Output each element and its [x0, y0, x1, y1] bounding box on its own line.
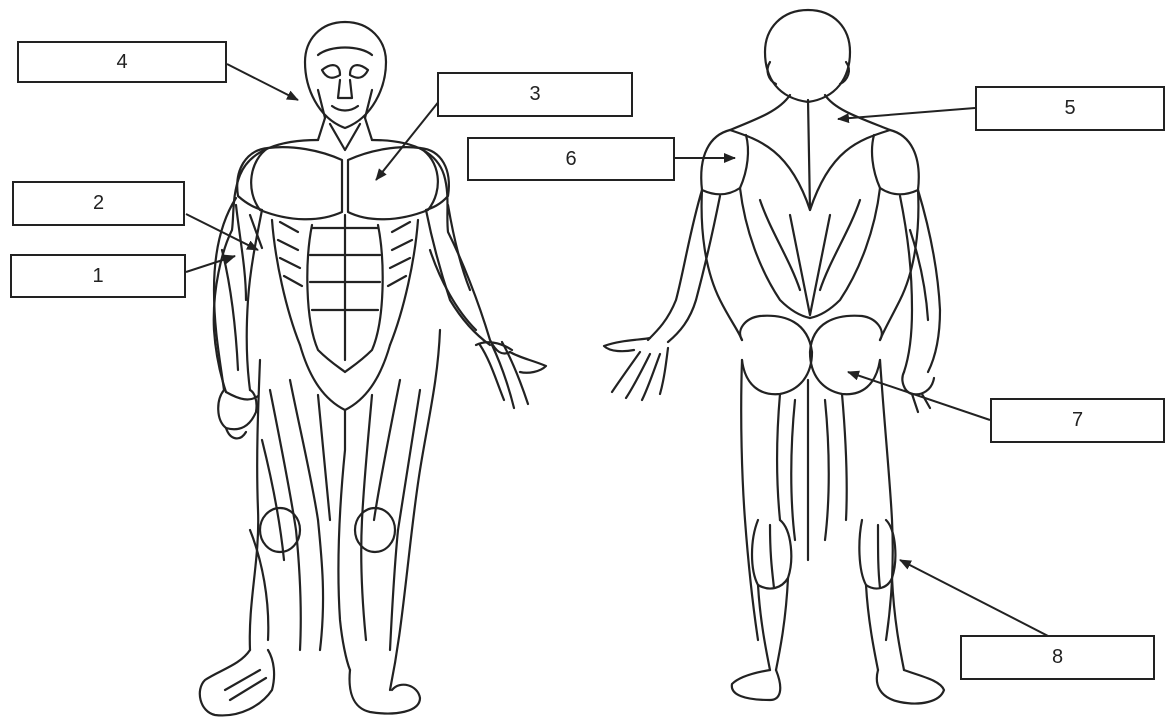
label-box-5[interactable]: 5	[975, 86, 1165, 131]
arrow-1	[186, 256, 235, 272]
arrow-7	[848, 372, 990, 420]
arrow-4	[227, 64, 298, 100]
label-box-3[interactable]: 3	[437, 72, 633, 117]
label-box-1[interactable]: 1	[10, 254, 186, 298]
label-box-4[interactable]: 4	[17, 41, 227, 83]
arrow-5	[838, 108, 975, 119]
label-box-2[interactable]: 2	[12, 181, 185, 226]
label-box-8[interactable]: 8	[960, 635, 1155, 680]
arrow-2	[186, 214, 258, 250]
label-box-6[interactable]: 6	[467, 137, 675, 181]
front-figure	[200, 22, 546, 715]
label-box-7[interactable]: 7	[990, 398, 1165, 443]
arrow-8	[900, 560, 1050, 637]
